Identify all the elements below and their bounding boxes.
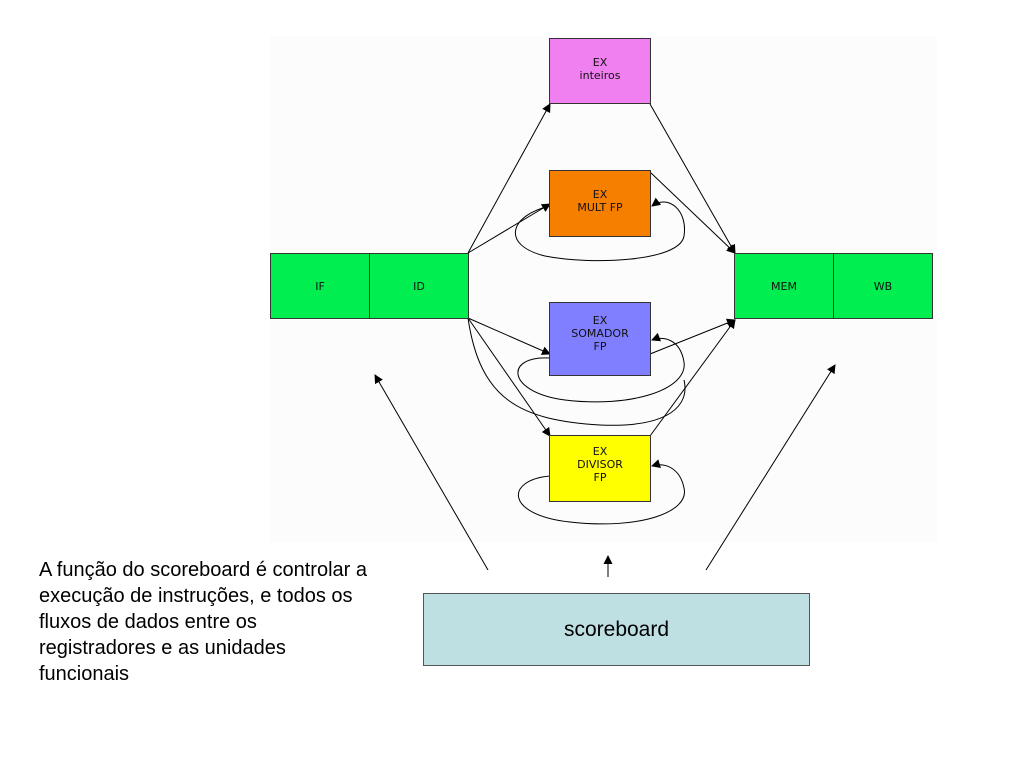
unit-ex-mult-fp-line2: MULT FP (577, 201, 623, 214)
loop-somador-fp-lower (467, 317, 686, 426)
loop-mult-fp (514, 197, 685, 262)
stage-mem-label: MEM (771, 279, 797, 293)
arrow-id-to-divisor (467, 317, 551, 437)
arrow-mult-to-mem (649, 171, 736, 254)
unit-ex-somador-fp-line2: SOMADOR (571, 327, 629, 340)
unit-ex-divisor-fp: EX DIVISOR FP (549, 435, 651, 502)
unit-ex-divisor-fp-line3: FP (593, 471, 607, 484)
unit-ex-mult-fp: EX MULT FP (549, 170, 651, 237)
scoreboard-label: scoreboard (563, 617, 670, 641)
arrow-id-to-mult (467, 203, 551, 254)
stage-id: ID (369, 253, 469, 319)
stage-wb: WB (833, 253, 933, 319)
arrow-id-to-somador (467, 317, 551, 355)
loop-divisor-fp (517, 459, 685, 525)
unit-ex-mult-fp-line1: EX (592, 188, 608, 201)
unit-ex-inteiros: EX inteiros (549, 38, 651, 104)
arrow-id-to-inteiros (467, 103, 551, 254)
arrow-somador-to-mem (649, 318, 736, 355)
caption-text: A função do scoreboard é controlar a exe… (39, 559, 367, 685)
arrow-scoreboard-to-if (374, 374, 489, 571)
loop-somador-fp (517, 332, 685, 403)
stage-id-label: ID (413, 279, 425, 293)
stage-mem: MEM (734, 253, 834, 319)
arrow-inteiros-to-mem (649, 103, 736, 254)
stage-wb-label: WB (873, 279, 893, 293)
unit-ex-somador-fp-line3: FP (593, 340, 607, 353)
unit-ex-divisor-fp-line1: EX (592, 445, 608, 458)
unit-ex-somador-fp-line1: EX (592, 314, 608, 327)
arrow-scoreboard-to-wb (705, 364, 836, 571)
unit-ex-somador-fp: EX SOMADOR FP (549, 302, 651, 376)
scoreboard-box: scoreboard (423, 593, 810, 666)
unit-ex-inteiros-line1: EX (592, 56, 608, 69)
stage-if-label: IF (315, 279, 325, 293)
unit-ex-divisor-fp-line2: DIVISOR (577, 458, 623, 471)
stage-if: IF (270, 253, 370, 319)
unit-ex-inteiros-line2: inteiros (579, 69, 621, 82)
